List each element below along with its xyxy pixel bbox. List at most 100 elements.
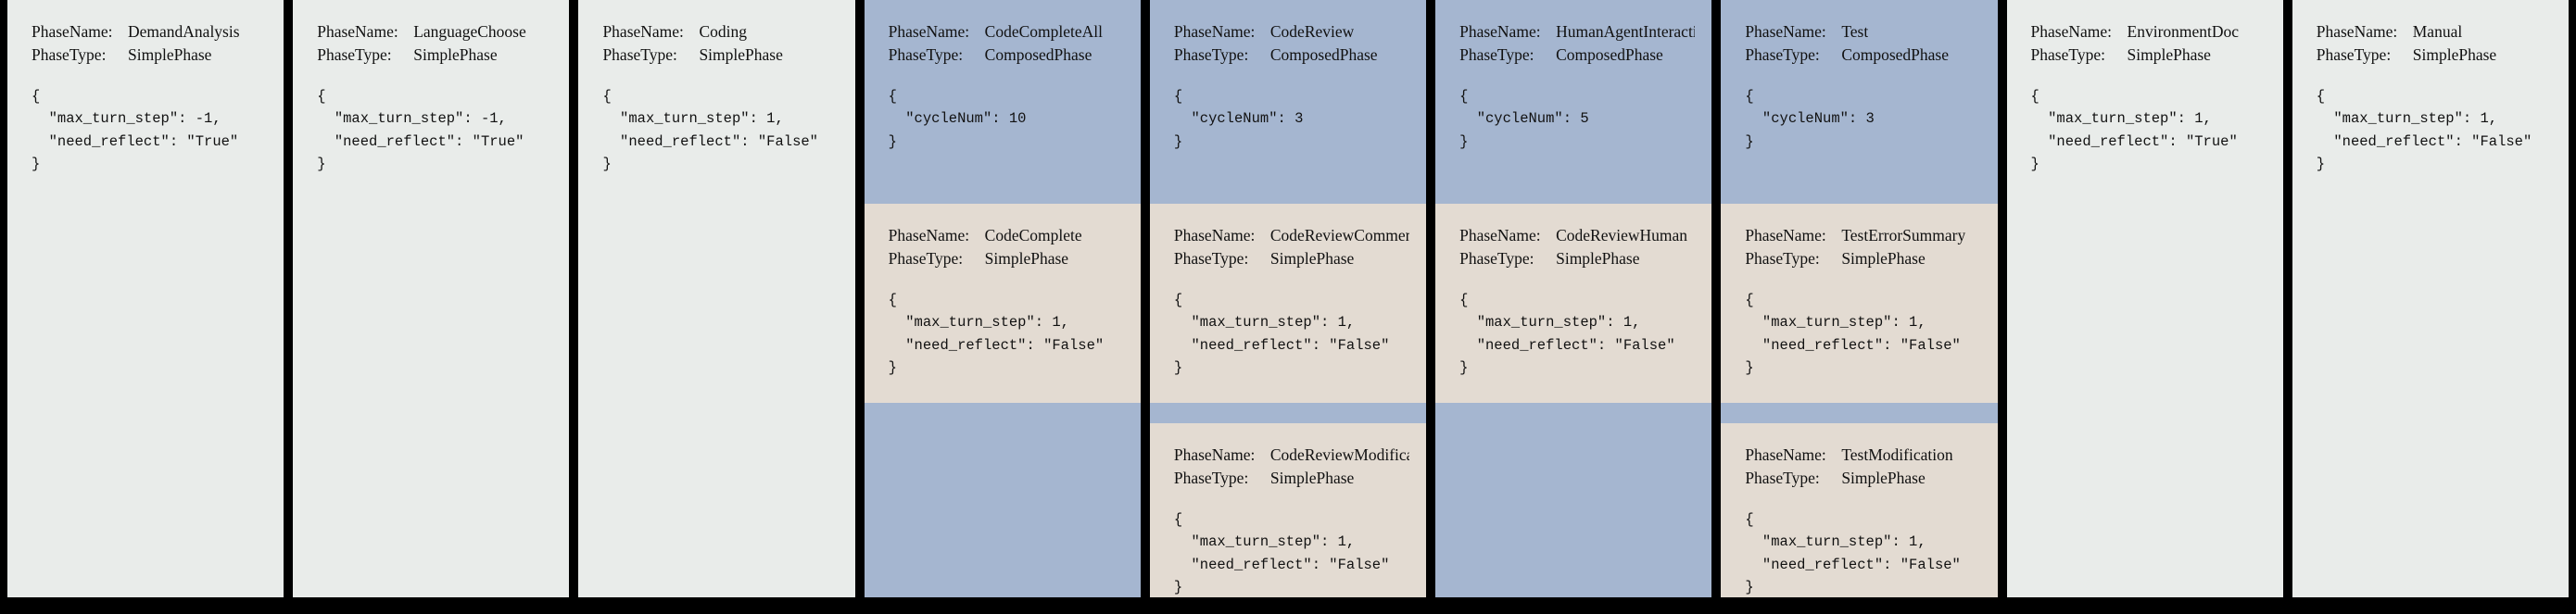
json-line: } bbox=[1459, 359, 1469, 377]
json-line: "max_turn_step": 1, bbox=[1173, 533, 1356, 551]
phase-config-json: { "max_turn_step": 1, "need_reflect": "T… bbox=[2031, 85, 2267, 176]
phase-name-label: PhaseName: bbox=[602, 22, 684, 41]
phase-type-value: SimplePhase bbox=[1269, 248, 1355, 268]
phase-name-value: CodeCompleteAll bbox=[984, 22, 1104, 41]
phase-type-row: PhaseType:SimplePhase bbox=[602, 44, 838, 67]
json-line: "max_turn_step": -1, bbox=[32, 110, 221, 128]
phase-column-humanagentinteraction[interactable]: PhaseName:HumanAgentInteractionPhaseType… bbox=[1435, 0, 1712, 597]
phase-type-value: SimplePhase bbox=[984, 248, 1069, 268]
phase-name-label: PhaseName: bbox=[1745, 22, 1826, 41]
phase-config-json: { "max_turn_step": 1, "need_reflect": "F… bbox=[1174, 508, 1409, 597]
phase-type-value: SimplePhase bbox=[699, 44, 783, 64]
phase-name-value: HumanAgentInteraction bbox=[1556, 22, 1696, 41]
phase-type-row: PhaseType:ComposedPhase bbox=[889, 44, 1124, 67]
json-line: } bbox=[602, 156, 612, 173]
phase-config-json: { "max_turn_step": 1, "need_reflect": "F… bbox=[1745, 508, 1980, 597]
json-line: { bbox=[1459, 291, 1469, 308]
phase-type-value: SimplePhase bbox=[2127, 44, 2211, 64]
json-line: } bbox=[1459, 132, 1469, 150]
phase-name-row: PhaseName:CodeCompleteAll bbox=[889, 20, 1124, 44]
phase-type-row: PhaseType: SimplePhase bbox=[1459, 247, 1695, 270]
phase-type-label: PhaseType: bbox=[1459, 44, 1534, 64]
phase-type-label: PhaseType: bbox=[1745, 44, 1820, 64]
json-line: { bbox=[602, 87, 612, 105]
phase-config-json: { "max_turn_step": 1, "need_reflect": "F… bbox=[2317, 85, 2552, 176]
phase-config-json: { "max_turn_step": 1, "need_reflect": "F… bbox=[1745, 289, 1980, 380]
phase-name-label: PhaseName: bbox=[1745, 226, 1826, 244]
phase-type-label: PhaseType: bbox=[1173, 248, 1249, 268]
json-line: { bbox=[1459, 87, 1469, 105]
phase-name-value: Manual bbox=[2412, 22, 2463, 41]
phase-name-label: PhaseName: bbox=[1173, 445, 1256, 464]
json-line: "cycleNum": 5 bbox=[1459, 110, 1589, 128]
phase-config-json: { "cycleNum": 3} bbox=[1745, 85, 1980, 153]
phase-name-row: PhaseName:TestModification bbox=[1745, 444, 1980, 467]
phase-type-row: PhaseType:SimplePhase bbox=[2031, 44, 2267, 67]
phase-config-json: { "max_turn_step": 1, "need_reflect": "F… bbox=[889, 289, 1124, 380]
phase-type-value: SimplePhase bbox=[1841, 248, 1926, 268]
json-line: "max_turn_step": 1, bbox=[1745, 314, 1926, 332]
phase-type-label: PhaseType: bbox=[317, 44, 392, 64]
phase-name-value: Coding bbox=[699, 22, 747, 41]
phase-type-label: PhaseType: bbox=[1459, 248, 1534, 268]
phase-type-label: PhaseType: bbox=[888, 44, 964, 64]
json-line: { bbox=[32, 87, 41, 105]
json-line: "max_turn_step": 1, bbox=[2316, 110, 2498, 128]
json-line: "need_reflect": "True" bbox=[317, 132, 524, 150]
json-line: "need_reflect": "True" bbox=[2030, 132, 2238, 150]
phase-type-row: PhaseType: ComposedPhase bbox=[1745, 44, 1980, 67]
phase-config-json: { "max_turn_step": 1, "need_reflect": "F… bbox=[1174, 289, 1409, 380]
phase-name-label: PhaseName: bbox=[1173, 22, 1256, 41]
json-line: "max_turn_step": 1, bbox=[1173, 314, 1356, 332]
phase-type-value: SimplePhase bbox=[1269, 468, 1355, 487]
json-line: { bbox=[2316, 87, 2326, 105]
phase-name-value: DemandAnalysis bbox=[128, 22, 240, 41]
cycle-gap bbox=[1721, 403, 1998, 423]
json-line: } bbox=[1745, 579, 1754, 596]
phase-type-row: PhaseType:SimplePhase bbox=[317, 44, 552, 67]
phase-type-value: ComposedPhase bbox=[1841, 44, 1950, 64]
phase-type-value: SimplePhase bbox=[1841, 468, 1926, 487]
phase-name-row: PhaseName:CodeReviewHuman bbox=[1459, 224, 1695, 247]
json-line: "cycleNum": 10 bbox=[888, 110, 1027, 128]
phase-type-label: PhaseType: bbox=[1745, 468, 1820, 487]
phase-name-row: PhaseName: Coding bbox=[602, 20, 838, 44]
phase-name-value: EnvironmentDoc bbox=[2127, 22, 2240, 41]
json-line: { bbox=[1173, 510, 1183, 528]
json-line: "max_turn_step": 1, bbox=[888, 314, 1069, 332]
phase-name-value: TestModification bbox=[1841, 445, 1953, 464]
phase-name-value: LanguageChoose bbox=[413, 22, 526, 41]
json-line: } bbox=[1745, 132, 1754, 150]
json-line: } bbox=[2316, 156, 2326, 173]
json-line: } bbox=[32, 156, 41, 173]
json-line: } bbox=[1173, 579, 1183, 596]
json-line: } bbox=[2030, 156, 2039, 173]
json-line: { bbox=[1745, 87, 1754, 105]
phase-type-value: SimplePhase bbox=[1556, 248, 1640, 268]
json-line: "need_reflect": "False" bbox=[1459, 336, 1675, 354]
json-line: "need_reflect": "False" bbox=[888, 336, 1105, 354]
phase-name-label: PhaseName: bbox=[2030, 22, 2113, 41]
json-line: "need_reflect": "True" bbox=[32, 132, 239, 150]
json-line: "need_reflect": "False" bbox=[2316, 132, 2532, 150]
json-line: } bbox=[1173, 132, 1183, 150]
